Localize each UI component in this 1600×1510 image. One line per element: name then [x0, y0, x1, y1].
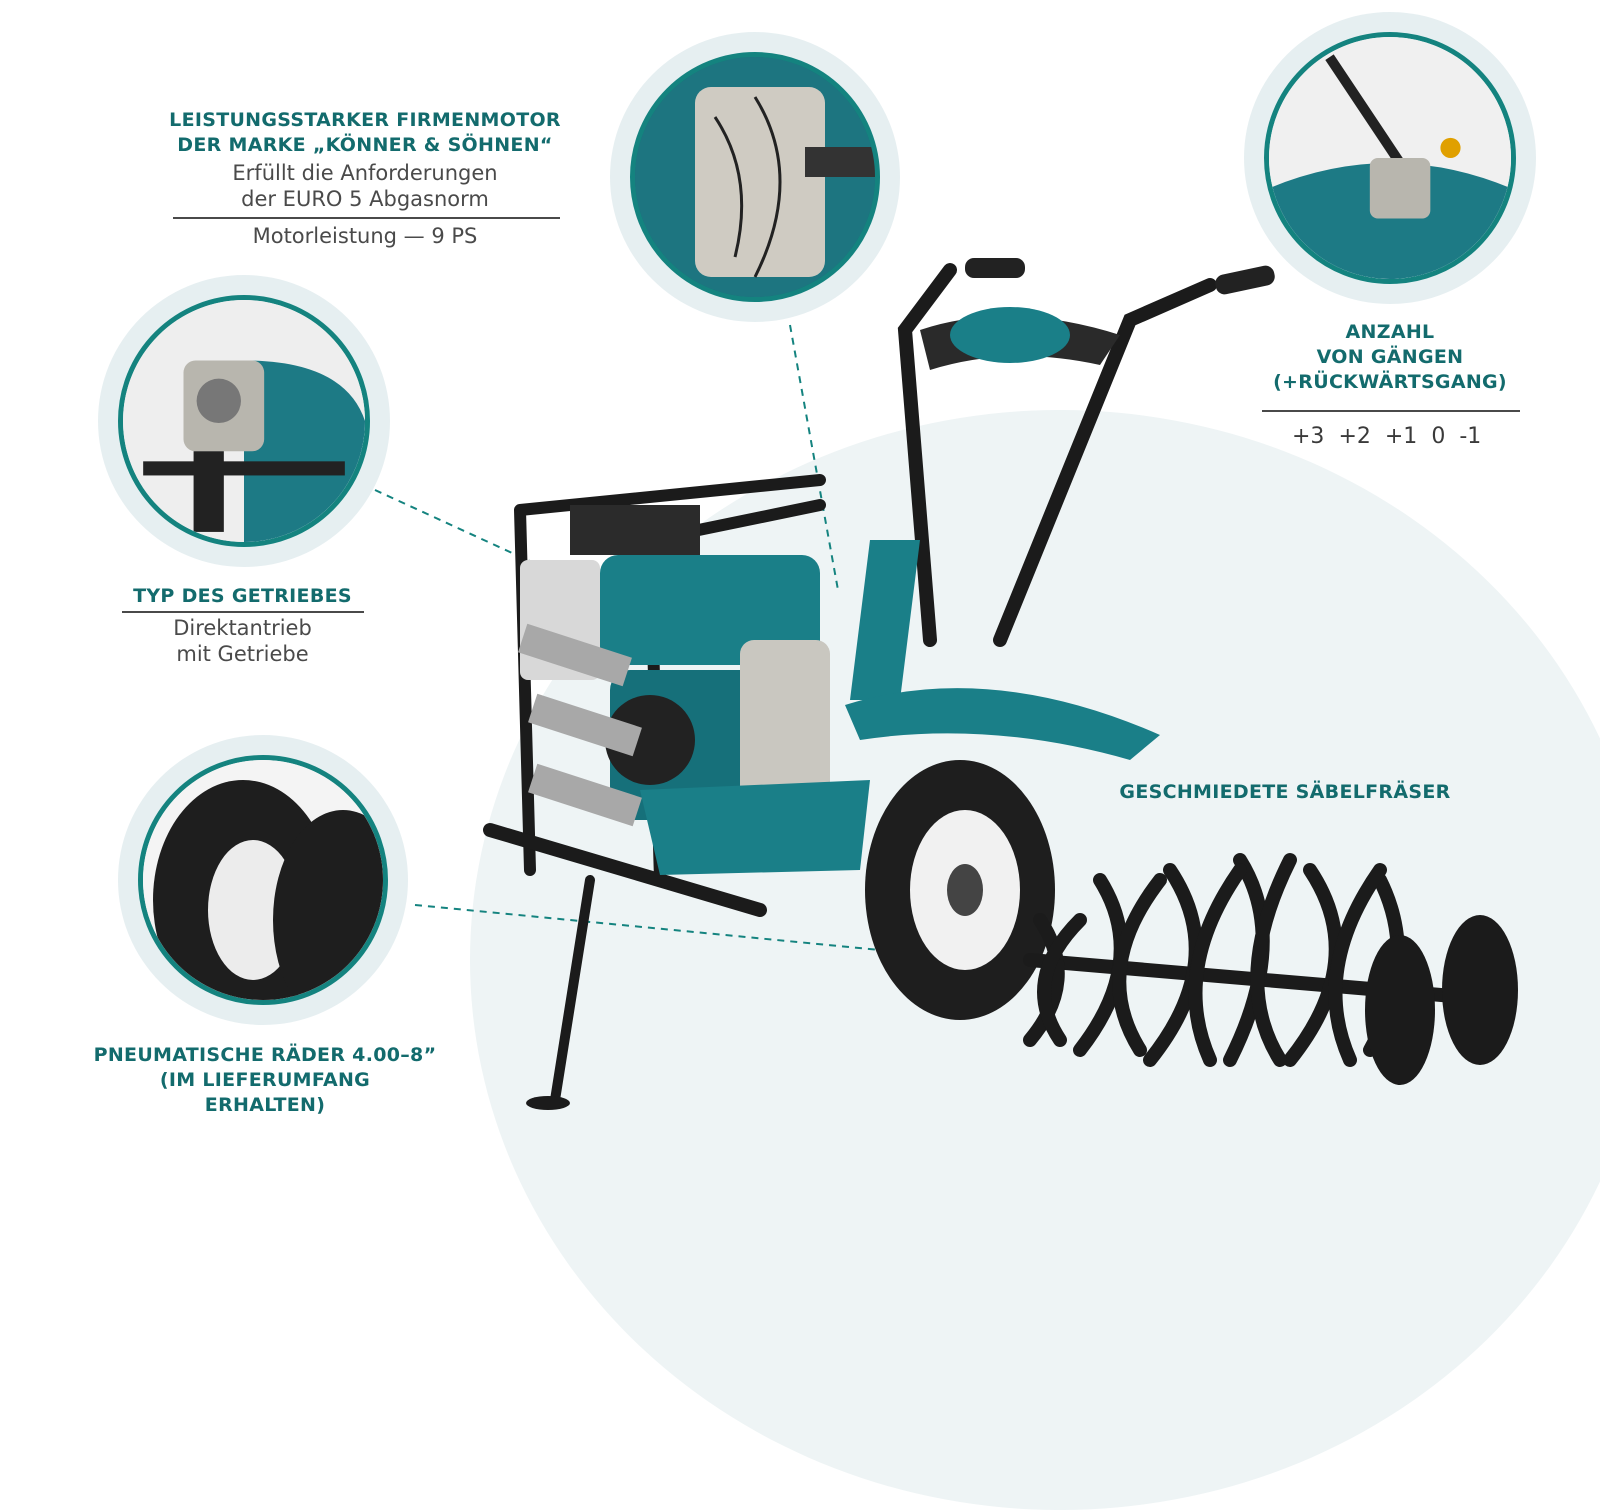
wheels-title-line3: ERHALTEN) [204, 1094, 326, 1116]
wheels-title-line1: PNEUMATISCHE RÄDER 4.00–8” [93, 1044, 437, 1066]
gears-title: ANZAHL VON GÄNGEN (+RÜCKWÄRTSGANG) [1240, 320, 1540, 395]
engine-title: LEISTUNGSSTARKER FIRMENMOTOR DER MARKE „… [100, 108, 630, 158]
gear-value: 0 [1431, 424, 1446, 449]
engine-closeup-image [635, 57, 875, 297]
gearbox-desc-line2: mit Getriebe [176, 642, 309, 666]
engine-power: Motorleistung — 9 PS [252, 224, 478, 248]
engine-description: Erfüllt die Anforderungen der EURO 5 Abg… [100, 160, 630, 212]
gears-values: +3 +2 +1 0 -1 [1292, 424, 1495, 449]
cultivator-image [483, 258, 1518, 1110]
wheel-detail-bubble [118, 735, 408, 1025]
gearshift-closeup-image [1269, 37, 1511, 279]
gearbox-closeup-image [123, 300, 365, 542]
gearbox-title: TYP DES GETRIEBES [133, 585, 352, 607]
gearbox-detail-bubble [98, 275, 390, 567]
gear-value: -1 [1459, 424, 1482, 449]
engine-desc-line2: der EURO 5 Abgasnorm [241, 187, 489, 211]
gears-divider [1262, 410, 1520, 412]
wheels-title: PNEUMATISCHE RÄDER 4.00–8” (IM LIEFERUMF… [40, 1043, 490, 1118]
wheels-title-line2: (IM LIEFERUMFANG [159, 1069, 371, 1091]
gears-title-line2: VON GÄNGEN [1316, 346, 1464, 368]
wheel-closeup-image [143, 760, 383, 1000]
gears-title-line3: (+RÜCKWÄRTSGANG) [1273, 371, 1507, 393]
gearbox-description: Direktantrieb mit Getriebe [100, 615, 385, 667]
tillers-title: GESCHMIEDETE SÄBELFRÄSER [1119, 781, 1451, 803]
gears-detail-bubble [1244, 12, 1536, 304]
gears-title-line1: ANZAHL [1345, 321, 1435, 343]
engine-detail-bubble [610, 32, 900, 322]
engine-title-line2: DER MARKE „KÖNNER & SÖHNEN“ [177, 134, 553, 156]
gearbox-divider [122, 611, 364, 613]
gearbox-desc-line1: Direktantrieb [173, 616, 312, 640]
gear-value: +1 [1384, 424, 1418, 449]
engine-divider [173, 217, 560, 219]
engine-title-line1: LEISTUNGSSTARKER FIRMENMOTOR [169, 109, 561, 131]
gear-value: +2 [1338, 424, 1371, 449]
engine-desc-line1: Erfüllt die Anforderungen [232, 161, 498, 185]
gear-value: +3 [1292, 424, 1325, 449]
engine-connector [789, 324, 839, 591]
